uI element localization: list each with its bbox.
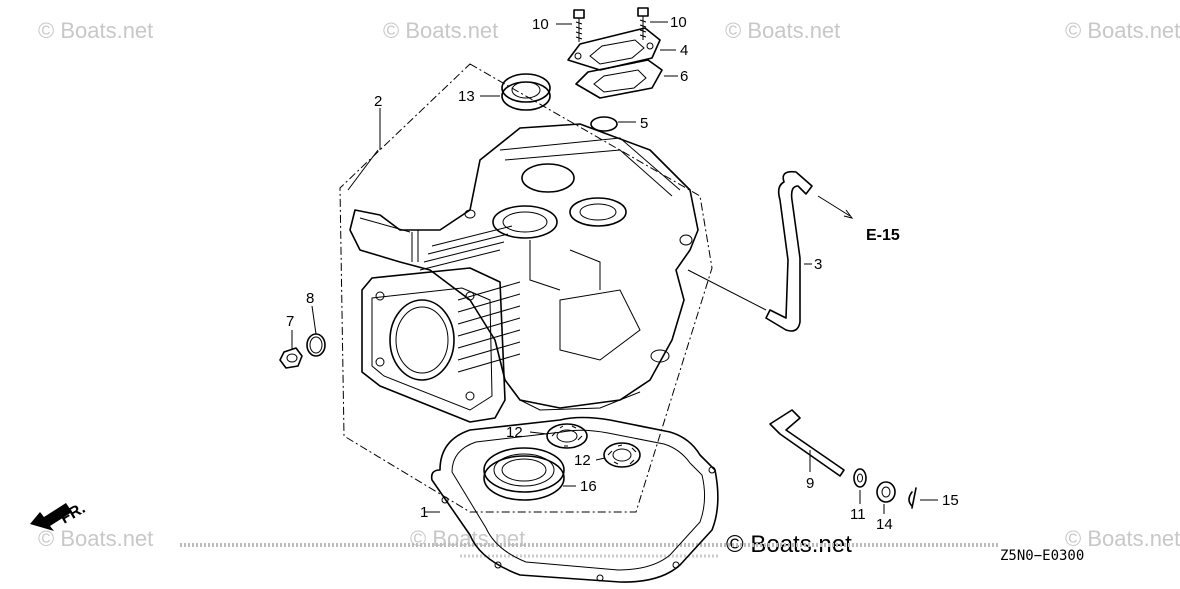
leader-lines <box>291 21 938 514</box>
watermark-7: © Boats.net <box>1065 526 1180 551</box>
bolt-right <box>637 7 649 40</box>
watermark-2: © Boats.net <box>383 18 498 43</box>
label-part-2: 2 <box>374 93 382 110</box>
front-label: FR. <box>58 500 89 528</box>
label-part-4: 4 <box>680 42 688 59</box>
seal-small <box>876 481 896 503</box>
reference-label: E-15 <box>866 227 900 244</box>
label-part-15: 15 <box>942 492 959 509</box>
breather-tube <box>765 170 813 332</box>
cylinder-crankcase <box>349 123 699 423</box>
label-part-11: 11 <box>850 506 866 523</box>
crankcase-gasket <box>430 416 719 583</box>
watermark-3: © Boats.net <box>725 18 840 43</box>
ball-bearing <box>483 447 565 501</box>
watermark-4: © Boats.net <box>1065 18 1180 43</box>
watermark-1: © Boats.net <box>38 18 153 43</box>
label-part-14: 14 <box>876 516 893 533</box>
label-part-10-right: 10 <box>670 14 687 31</box>
bearing-right <box>603 442 641 468</box>
label-part-7: 7 <box>286 313 294 330</box>
label-part-8: 8 <box>306 290 314 307</box>
label-part-3: 3 <box>814 256 822 273</box>
watermark-group: © Boats.net © Boats.net © Boats.net © Bo… <box>38 18 1180 558</box>
label-part-10-left: 10 <box>532 16 549 33</box>
label-part-5: 5 <box>640 115 648 132</box>
breather-gasket <box>575 59 663 99</box>
label-part-16: 16 <box>580 478 597 495</box>
assembly-outline <box>339 63 713 513</box>
label-part-12-left: 12 <box>506 424 523 441</box>
washer <box>853 468 867 488</box>
watermark-6: © Boats.net <box>410 526 525 551</box>
watermark-5: © Boats.net <box>38 526 153 551</box>
label-part-9: 9 <box>806 475 814 492</box>
bearing-left <box>546 423 588 449</box>
clip <box>908 487 917 509</box>
reed-valve <box>590 116 618 132</box>
label-part-12-right: 12 <box>574 452 591 469</box>
part-labels: 1 2 3 4 5 6 7 8 9 10 10 11 12 12 13 14 1… <box>286 14 959 533</box>
diagram-code: Z5N0−E0300 <box>1000 548 1084 564</box>
bolt-left <box>573 9 585 42</box>
label-part-6: 6 <box>680 68 688 85</box>
drain-plug <box>279 347 303 369</box>
front-arrow-icon <box>30 503 72 531</box>
label-part-13: 13 <box>458 88 475 105</box>
o-ring <box>306 333 326 357</box>
label-part-1: 1 <box>420 504 428 521</box>
dipstick-rod <box>769 409 845 477</box>
fine-print-strip <box>180 543 1000 558</box>
oil-seal-top <box>501 73 551 111</box>
